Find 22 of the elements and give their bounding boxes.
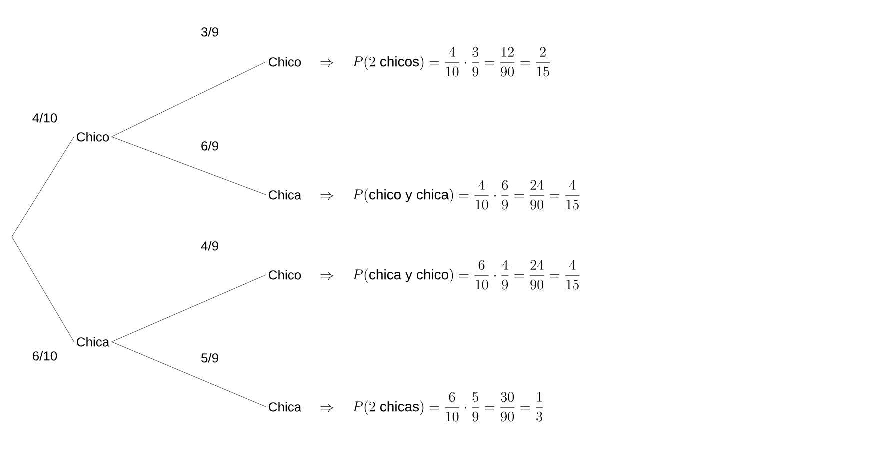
branch-label: Chico (269, 57, 302, 67)
branch-label: Chica (77, 337, 110, 347)
tree-branch (12, 236, 74, 342)
probability-formula: $\Rightarrow\quad P(2\ \mathrm{chicos})=\frac{4}{10}\cdot\frac{3}{9}=\frac{12}{90}=\frac{2}{15}$ (320, 47, 550, 77)
probability-label: 5/9 (201, 353, 218, 363)
branch-label: Chico (269, 270, 302, 280)
tree-branch (112, 342, 266, 408)
probability-formula: $\Rightarrow\quad P(\mathrm{chica\ y\ chico})=\frac{6}{10}\cdot\frac{4}{9}=\frac{24}{90}=\frac{4}{15}$ (320, 260, 580, 290)
branch-label: Chico (77, 132, 110, 142)
tree-branch (12, 136, 74, 238)
probability-label: 4/9 (201, 241, 218, 251)
probability-label: 4/10 (32, 113, 58, 123)
probability-formula: $\Rightarrow\quad P(\mathrm{chico\ y\ chica})=\frac{4}{10}\cdot\frac{6}{9}=\frac{24}{90}=\frac{4}{15}$ (320, 180, 580, 210)
branch-label: Chica (269, 190, 302, 200)
tree-branch (112, 136, 266, 196)
tree-branch (112, 274, 266, 342)
branch-label: Chica (269, 402, 302, 412)
tree-branch (112, 62, 266, 138)
probability-label: 3/9 (201, 27, 218, 37)
probability-formula: $\Rightarrow\quad P(2\ \mathrm{chicas})=\frac{6}{10}\cdot\frac{5}{9}=\frac{30}{90}=\frac{1}{3}$ (320, 392, 544, 422)
probability-label: 6/10 (33, 351, 58, 361)
probability-label: 6/9 (202, 141, 218, 151)
